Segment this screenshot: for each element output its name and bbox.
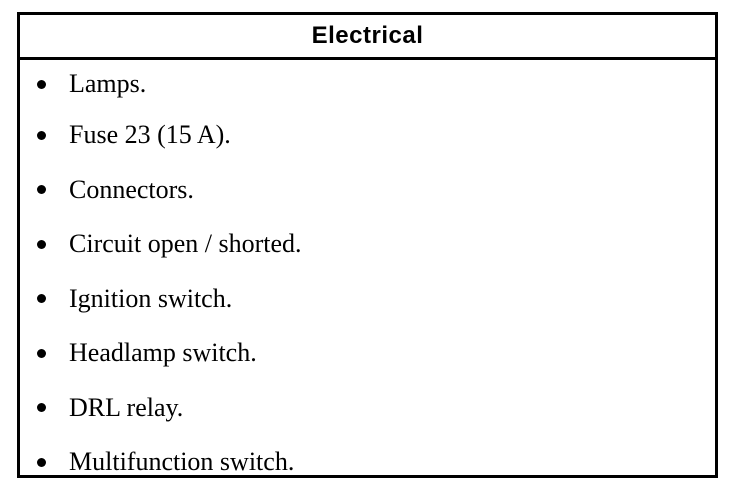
list-item: Lamps. — [20, 60, 715, 108]
item-text: Connectors. — [69, 174, 194, 204]
item-text: Lamps. — [69, 69, 147, 98]
bullet-icon — [37, 239, 46, 249]
item-text: Headlamp switch. — [69, 338, 257, 368]
list-item: Ignition switch. — [20, 272, 715, 327]
table-header: Electrical — [20, 15, 715, 60]
item-list: Lamps. Fuse 23 (15 A). Connectors. Circu… — [20, 60, 715, 490]
list-item: Circuit open / shorted. — [20, 217, 715, 272]
list-item: DRL relay. — [20, 381, 715, 436]
bullet-icon — [37, 185, 46, 195]
item-text: Fuse 23 (15 A). — [69, 120, 231, 150]
bullet-icon — [37, 457, 46, 467]
bullet-icon — [37, 294, 46, 304]
bullet-icon — [37, 348, 46, 358]
item-text: Multifunction switch. — [69, 447, 295, 477]
list-item: Connectors. — [20, 163, 715, 218]
bullet-icon — [37, 79, 46, 89]
list-item: Fuse 23 (15 A). — [20, 108, 715, 163]
electrical-table: Electrical Lamps. Fuse 23 (15 A). Connec… — [17, 12, 718, 478]
list-item: Headlamp switch. — [20, 326, 715, 381]
item-text: Ignition switch. — [69, 283, 233, 313]
list-item: Multifunction switch. — [20, 435, 715, 490]
table-title: Electrical — [311, 22, 424, 49]
bullet-icon — [37, 403, 46, 413]
item-text: Circuit open / shorted. — [69, 229, 302, 259]
item-text: DRL relay. — [69, 392, 184, 422]
bullet-icon — [37, 130, 46, 140]
